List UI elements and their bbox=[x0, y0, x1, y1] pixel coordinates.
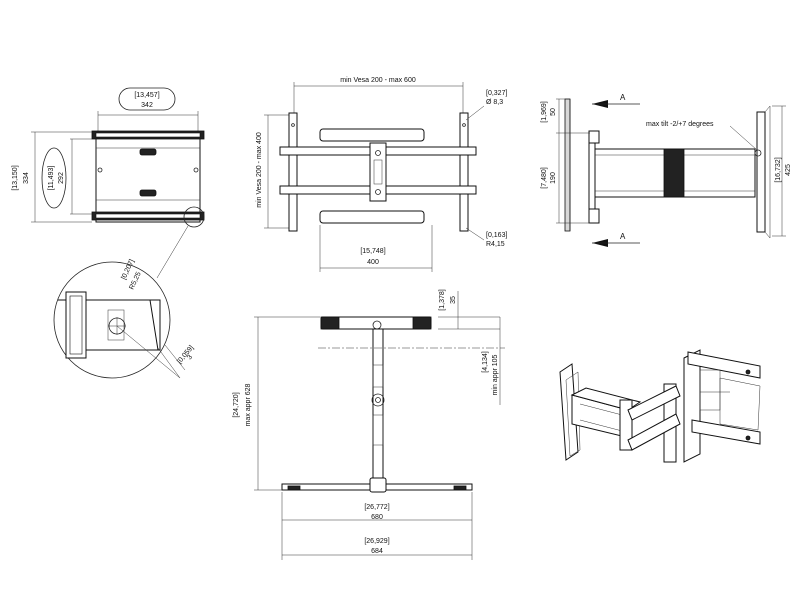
vesa-vertical-label: min Vesa 200 - max 400 bbox=[256, 132, 263, 208]
detail-circle bbox=[53, 261, 171, 379]
iso-right-top bbox=[687, 351, 761, 379]
plan-d3-in: [24,720] bbox=[233, 392, 240, 417]
hole-in: [0,327] bbox=[486, 90, 507, 97]
left-bracket bbox=[288, 112, 298, 232]
hole-mm: Ø 8,3 bbox=[486, 99, 503, 106]
top-plate bbox=[319, 128, 425, 142]
right-bracket bbox=[459, 112, 469, 232]
plan-d1-in: [1,378] bbox=[439, 289, 446, 310]
plate-height-inner-in: [11,493] bbox=[48, 166, 55, 191]
wall-plate-view: [13,457] 342 [13,150] 334 [11,493] 292 bbox=[12, 87, 205, 279]
plan-d2-mm: min appr 105 bbox=[492, 354, 499, 395]
front-width-mm: 400 bbox=[367, 259, 379, 266]
side-d2-in: [7,480] bbox=[541, 167, 548, 188]
side-d3-in: [16,732] bbox=[775, 157, 782, 182]
iso-left-plate bbox=[559, 363, 579, 461]
slot bbox=[139, 189, 157, 197]
label-bubble bbox=[41, 147, 67, 209]
extension-arm bbox=[372, 328, 384, 485]
iso-right-bottom bbox=[691, 419, 761, 445]
isometric-view bbox=[559, 349, 761, 463]
plan-w1-in: [26,772] bbox=[364, 504, 389, 511]
plan-w2-in: [26,929] bbox=[364, 538, 389, 545]
side-d1-in: [1,969] bbox=[541, 101, 548, 122]
slot bbox=[139, 148, 157, 156]
side-d1-mm: 50 bbox=[550, 108, 557, 116]
plan-d3-mm: max appr 628 bbox=[245, 383, 252, 426]
label-bubble bbox=[118, 87, 176, 111]
plan-d2-in: [4,134] bbox=[482, 351, 489, 372]
detail-marker bbox=[183, 206, 205, 228]
plan-d1-mm: 35 bbox=[450, 296, 457, 304]
plate-height-inner-mm: 292 bbox=[58, 172, 65, 184]
tv-bracket bbox=[756, 111, 766, 233]
front-width-in: [15,748] bbox=[360, 248, 385, 255]
plate-height-outer-mm: 334 bbox=[23, 172, 30, 184]
detail-hole-mm: R5,25 bbox=[128, 271, 142, 291]
plate-width-in: [13,457] bbox=[134, 92, 159, 99]
plan-w2-mm: 684 bbox=[371, 548, 383, 555]
wall-plate bbox=[95, 131, 201, 223]
detail-thickness-mm: 3 bbox=[186, 354, 194, 362]
side-view: A A max tilt -2/+7 degrees [1,969] 50 [7… bbox=[541, 93, 792, 247]
section-label-top: A bbox=[620, 93, 626, 102]
plate-width-mm: 342 bbox=[141, 102, 153, 109]
arm-joint bbox=[371, 393, 385, 407]
plate-height-outer-in: [13,150] bbox=[12, 165, 19, 190]
detail-view: [0,207] R5,25 [0,059] 3 bbox=[53, 258, 195, 379]
top-plan-view: [1,378] 35 [4,134] min appr 105 [24,720]… bbox=[233, 289, 505, 560]
tilt-label: max tilt -2/+7 degrees bbox=[646, 121, 714, 128]
side-d2-mm: 190 bbox=[550, 172, 557, 184]
side-d3-mm: 425 bbox=[785, 164, 792, 176]
pivot-block bbox=[663, 148, 685, 198]
detail-thickness-in: [0,059] bbox=[176, 344, 195, 365]
radius-mm: R4,15 bbox=[486, 241, 505, 248]
vesa-horizontal-label: min Vesa 200 - max 600 bbox=[340, 77, 416, 84]
plan-w1-mm: 680 bbox=[371, 514, 383, 521]
center-column bbox=[369, 142, 387, 202]
radius-in: [0,163] bbox=[486, 232, 507, 239]
section-label-bottom: A bbox=[620, 232, 626, 241]
front-view: min Vesa 200 - max 600 min Vesa 200 - ma… bbox=[256, 77, 507, 272]
wall bbox=[564, 98, 571, 232]
bottom-plate bbox=[319, 210, 425, 224]
